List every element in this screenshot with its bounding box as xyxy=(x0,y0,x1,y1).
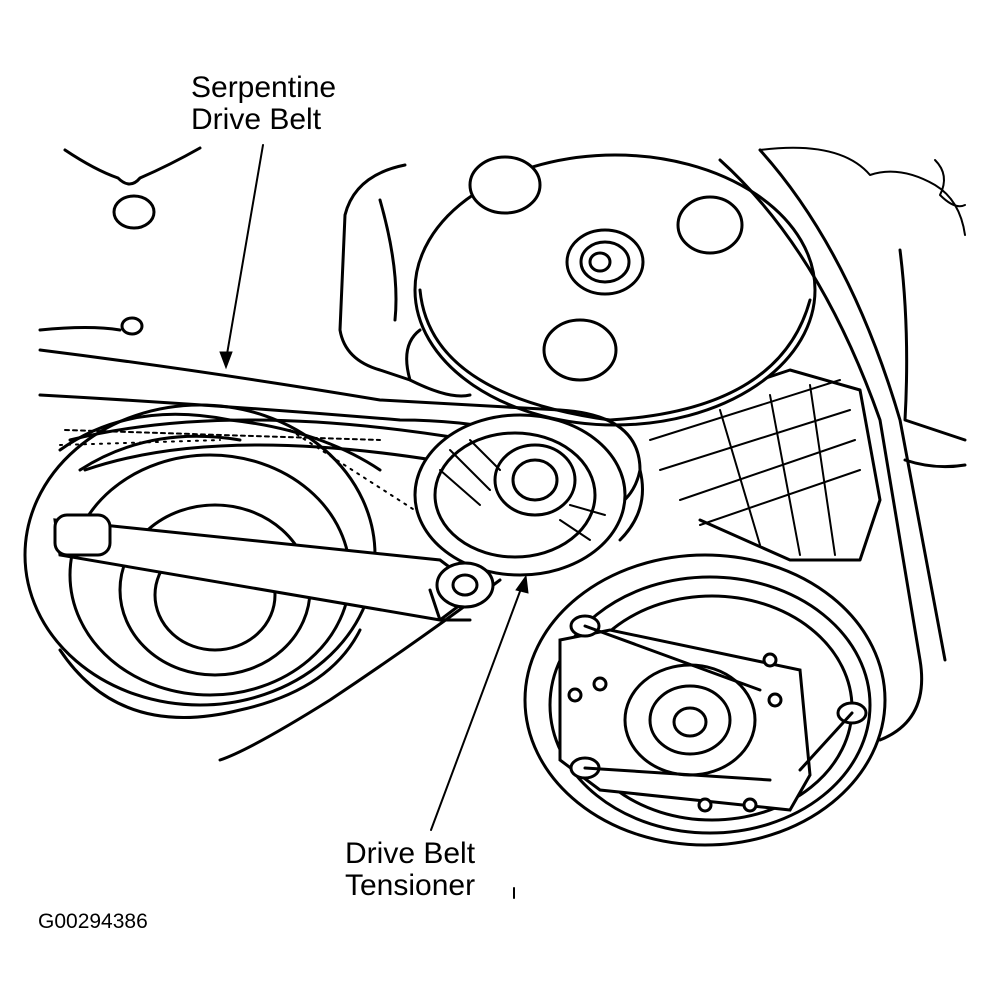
compressor-pulley xyxy=(523,553,887,847)
tensioner-label-line2: Tensioner xyxy=(345,869,476,902)
serpentine-belt-label: Serpentine Drive Belt xyxy=(191,72,336,136)
mounting-bracket xyxy=(338,163,882,562)
tensioner-label: Drive Belt Tensioner xyxy=(345,838,475,902)
figure-id: G00294386 xyxy=(38,910,148,933)
belt-arrowhead xyxy=(219,351,233,370)
upper-pulley xyxy=(413,153,817,427)
tensioner-arrowhead xyxy=(515,574,529,594)
engine-block-outline xyxy=(38,146,967,469)
belt-leader-line xyxy=(225,144,264,361)
tensioner-pulley xyxy=(413,413,627,577)
serpentine-belt-label-line1: Serpentine xyxy=(191,71,337,104)
leader-lines xyxy=(219,144,529,831)
breaker-bar-tool xyxy=(53,513,495,622)
tensioner-leader-line xyxy=(430,585,523,831)
tensioner-label-line1: Drive Belt xyxy=(345,837,476,870)
serpentine-belt-label-line2: Drive Belt xyxy=(191,103,322,136)
